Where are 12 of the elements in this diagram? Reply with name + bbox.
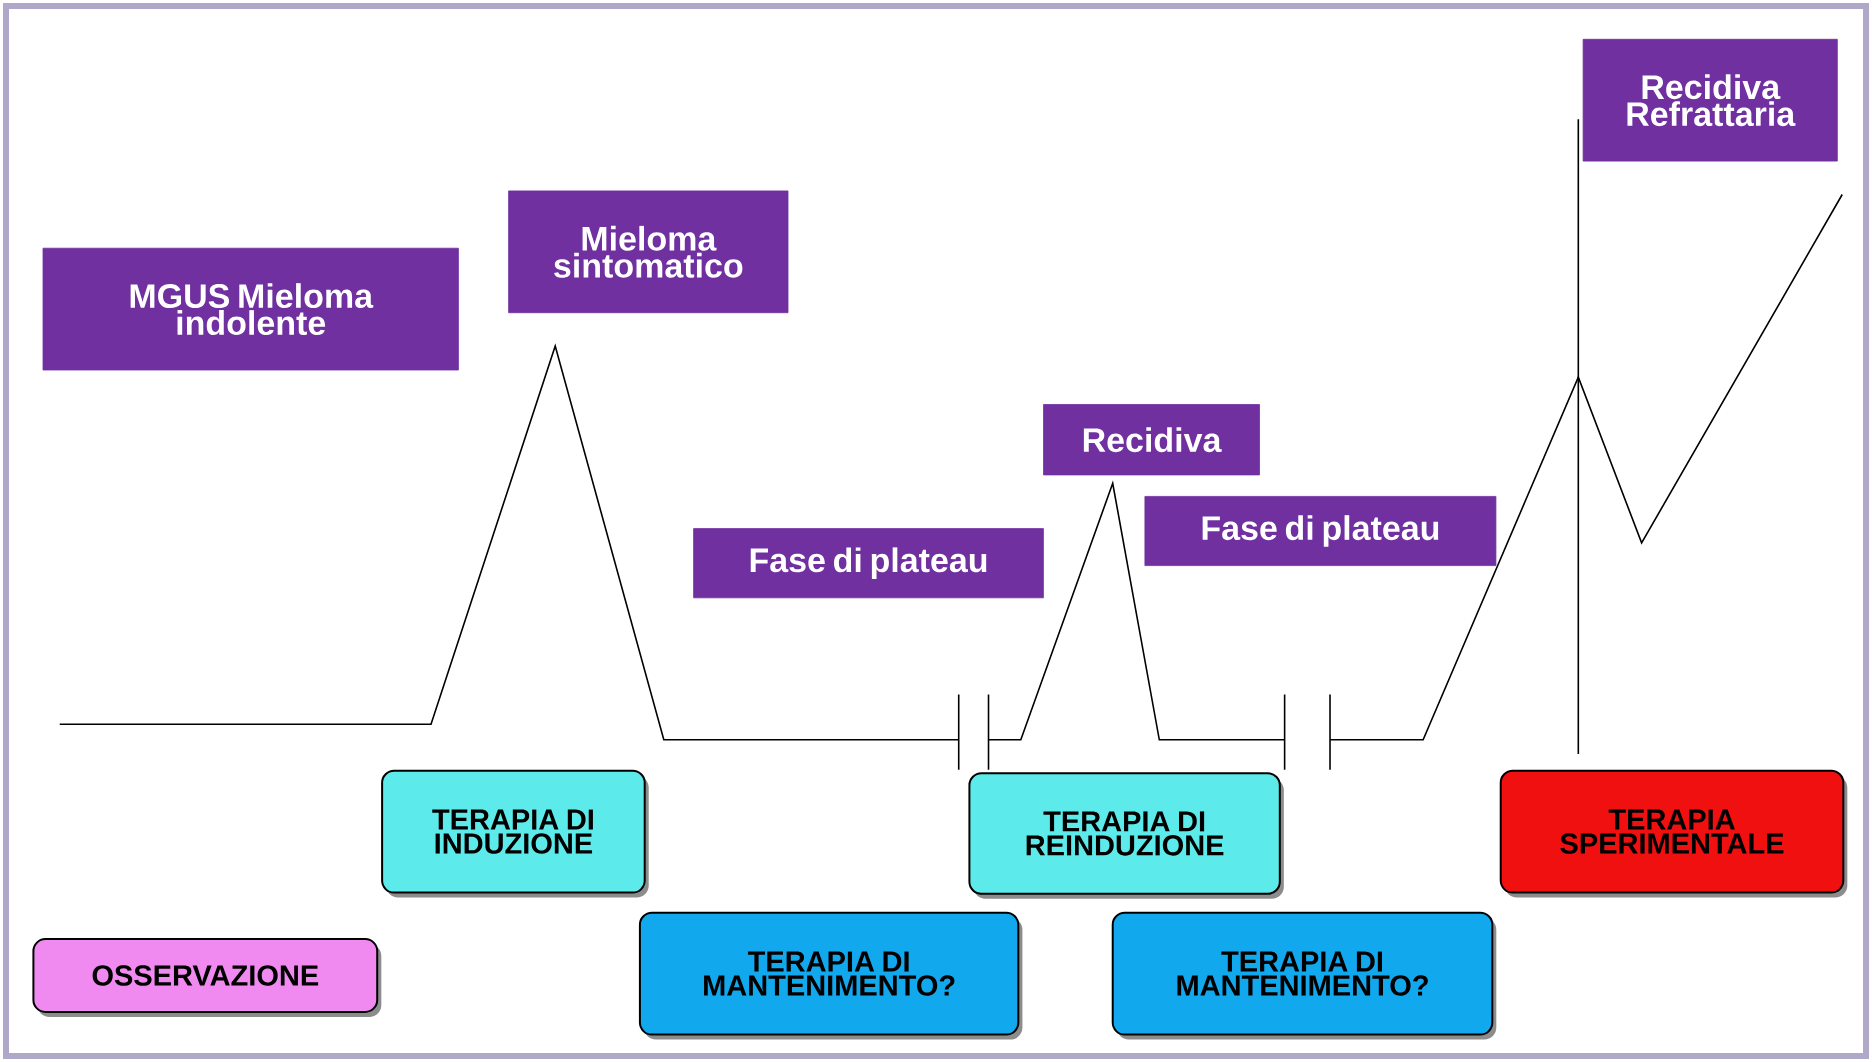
therapy-box: OSSERVAZIONE xyxy=(32,938,382,1017)
label-box: Mieloma sintomatico xyxy=(508,190,789,314)
label-box: MGUS Mieloma indolente xyxy=(42,247,459,371)
therapy-box: TERAPIA DI MANTENIMENTO? xyxy=(1111,911,1497,1040)
label-box: Fase di plateau xyxy=(693,528,1044,599)
label-box: Fase di plateau xyxy=(1144,496,1497,566)
therapy-box: TERAPIA SPERIMENTALE xyxy=(1499,769,1848,898)
therapy-box: TERAPIA DI REINDUZIONE xyxy=(968,772,1284,899)
label-box: Recidiva Refrattaria xyxy=(1582,38,1838,162)
label-box: Recidiva xyxy=(1043,404,1260,476)
therapy-box: TERAPIA DI MANTENIMENTO? xyxy=(638,911,1023,1040)
therapy-box: TERAPIA DI INDUZIONE xyxy=(381,769,649,898)
